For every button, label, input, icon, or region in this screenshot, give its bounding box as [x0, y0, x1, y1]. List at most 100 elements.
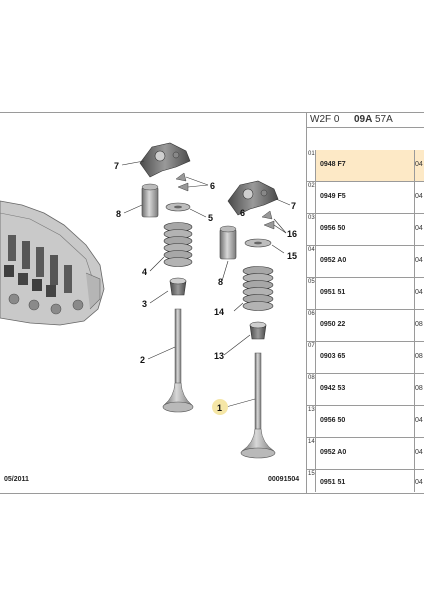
row-index: 14: [308, 439, 315, 445]
row-part-number: 0950 22: [320, 321, 346, 328]
callout-14: 14: [214, 307, 224, 317]
parts-row-07[interactable]: 07 0903 65 08: [307, 342, 424, 374]
row-index: 05: [308, 279, 315, 285]
callout-4: 4: [142, 267, 147, 277]
row-quantity: 08: [415, 321, 423, 328]
parts-list-header: W2F 0 09A 57A: [307, 113, 424, 128]
parts-sheet: 7 6 8 5 4 3 2 1 7 16 6 15 8 14 13 05/201…: [0, 112, 424, 494]
diagram-code: 00091504: [268, 476, 300, 483]
header-code-b: 09A: [354, 114, 373, 125]
row-ref-cell: 0951 51: [316, 470, 415, 492]
row-ref-cell: 0956 50: [316, 214, 415, 245]
parts-row-02[interactable]: 02 0949 F5 04: [307, 182, 424, 214]
row-ref-cell: 0952 A0: [316, 246, 415, 277]
row-index: 07: [308, 343, 315, 349]
left-valve-assembly: [139, 142, 194, 413]
row-part-number: 0951 51: [320, 289, 346, 296]
cylinder-head-illustration: [0, 200, 105, 326]
callout-13: 13: [214, 351, 224, 361]
row-part-number: 0951 51: [320, 479, 346, 486]
parts-row-05[interactable]: 05 0951 51 04: [307, 278, 424, 310]
row-index: 15: [308, 471, 315, 477]
parts-row-13[interactable]: 13 0956 50 04: [307, 406, 424, 438]
callout-3: 3: [142, 299, 147, 309]
callout-7-left: 7: [114, 161, 119, 171]
row-index-cell: 04: [307, 246, 316, 277]
row-quantity: 08: [415, 385, 423, 392]
exploded-diagram: 7 6 8 5 4 3 2 1 7 16 6 15 8 14 13 05/201…: [0, 113, 307, 493]
row-index: 02: [308, 183, 315, 189]
row-index-cell: 07: [307, 342, 316, 373]
row-index-cell: 06: [307, 310, 316, 341]
row-index-cell: 05: [307, 278, 316, 309]
callout-1-highlight: [212, 399, 228, 415]
row-part-number: 0903 65: [320, 353, 346, 360]
row-index: 03: [308, 215, 315, 221]
row-qty-cell: 08: [415, 342, 424, 373]
diagram-date: 05/2011: [4, 476, 29, 483]
row-index: 06: [308, 311, 315, 317]
row-qty-cell: 08: [415, 374, 424, 405]
row-quantity: 08: [415, 353, 423, 360]
parts-row-15[interactable]: 15 0951 51 04: [307, 470, 424, 492]
row-index-cell: 15: [307, 470, 316, 492]
parts-row-04[interactable]: 04 0952 A0 04: [307, 246, 424, 278]
parts-row-01[interactable]: 01 0948 F7 04: [307, 150, 424, 182]
callout-5: 5: [208, 213, 213, 223]
parts-list-panel: W2F 0 09A 57A 01 0948 F7 04 02 0949 F5 0…: [307, 113, 424, 493]
row-ref-cell: 0903 65: [316, 342, 415, 373]
callout-8-right: 8: [218, 277, 223, 287]
row-part-number: 0956 50: [320, 417, 346, 424]
row-quantity: 04: [415, 417, 423, 424]
row-qty-cell: 04: [415, 214, 424, 245]
callout-8-left: 8: [116, 209, 121, 219]
row-quantity: 04: [415, 257, 423, 264]
row-qty-cell: 04: [415, 438, 424, 469]
row-index-cell: 13: [307, 406, 316, 437]
header-code-a: W2F 0: [310, 114, 340, 125]
row-part-number: 0948 F7: [320, 161, 346, 168]
valve-train-illustration: 7 6 8 5 4 3 2 1 7 16 6 15 8 14 13: [0, 142, 297, 459]
row-quantity: 04: [415, 289, 423, 296]
row-ref-cell: 0951 51: [316, 278, 415, 309]
row-qty-cell: 04: [415, 182, 424, 213]
row-qty-cell: 04: [415, 246, 424, 277]
row-index: 13: [308, 407, 315, 413]
callout-7-right: 7: [291, 201, 296, 211]
callout-2: 2: [140, 355, 145, 365]
row-index-cell: 03: [307, 214, 316, 245]
row-quantity: 04: [415, 449, 423, 456]
row-qty-cell: 04: [415, 278, 424, 309]
callout-1: 1: [217, 403, 222, 413]
row-part-number: 0956 50: [320, 225, 346, 232]
parts-row-03[interactable]: 03 0956 50 04: [307, 214, 424, 246]
row-part-number: 0952 A0: [320, 449, 347, 456]
row-quantity: 04: [415, 225, 423, 232]
row-ref-cell: 0950 22: [316, 310, 415, 341]
row-ref-cell: 0942 53: [316, 374, 415, 405]
row-part-number: 0949 F5: [320, 193, 346, 200]
row-qty-cell: 08: [415, 310, 424, 341]
row-qty-cell: 04: [415, 406, 424, 437]
row-index-cell: 14: [307, 438, 316, 469]
leader-lines: [121, 160, 291, 408]
row-ref-cell: 0956 50: [316, 406, 415, 437]
row-index: 01: [308, 151, 315, 157]
row-index: 08: [308, 375, 315, 381]
callout-6-left: 6: [210, 181, 215, 191]
row-ref-cell: 0952 A0: [316, 438, 415, 469]
row-index: 04: [308, 247, 315, 253]
callout-15: 15: [287, 251, 297, 261]
header-code-c: 57A: [375, 114, 393, 125]
row-quantity: 04: [415, 479, 423, 486]
parts-row-08[interactable]: 08 0942 53 08: [307, 374, 424, 406]
row-ref-cell: 0949 F5: [316, 182, 415, 213]
parts-row-06[interactable]: 06 0950 22 08: [307, 310, 424, 342]
row-ref-cell: 0948 F7: [316, 150, 415, 181]
callout-6-right: 6: [240, 208, 245, 218]
parts-row-14[interactable]: 14 0952 A0 04: [307, 438, 424, 470]
row-index-cell: 08: [307, 374, 316, 405]
row-quantity: 04: [415, 161, 423, 168]
row-part-number: 0942 53: [320, 385, 346, 392]
row-index-cell: 01: [307, 150, 316, 181]
